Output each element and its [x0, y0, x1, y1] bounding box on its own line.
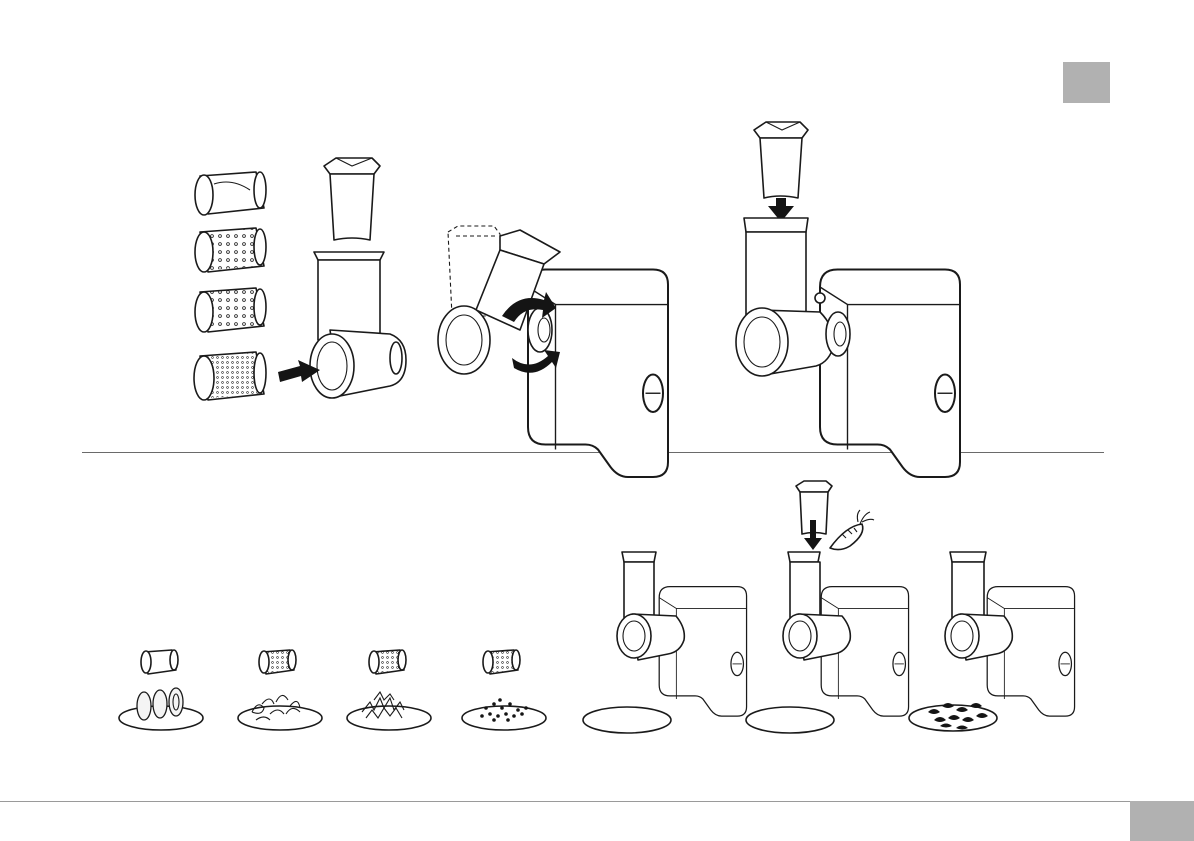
fine-shred-result-figure [347, 650, 431, 730]
drum-set-figure [194, 172, 266, 400]
pusher-above [754, 122, 808, 198]
grating-result-figure [462, 650, 546, 730]
shredder-housing [310, 252, 406, 398]
mount-on-motor-figure [438, 226, 668, 477]
carrot-icon [830, 510, 874, 550]
grated-carrot-result-figure [909, 552, 1075, 731]
drum-assembly-figure [278, 158, 406, 398]
coarse-shred-result-figure [238, 650, 322, 730]
safety-switch-icon [815, 293, 825, 303]
food-pusher [324, 158, 380, 240]
assembled-empty-plate-figure [583, 552, 747, 733]
drum-slicing [195, 172, 266, 215]
slicing-result-figure [119, 650, 203, 730]
feed-carrot-figure [746, 481, 909, 733]
drum-coarse-shred [195, 228, 266, 272]
drum-fine-shred [195, 288, 266, 332]
drum-grating [194, 352, 266, 400]
insert-pusher-figure [736, 122, 960, 477]
